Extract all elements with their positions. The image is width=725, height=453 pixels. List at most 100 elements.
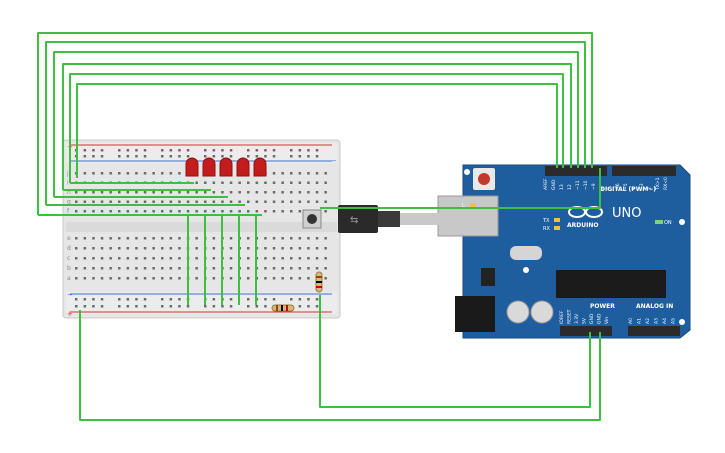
breadboard-hole[interactable] <box>324 277 327 280</box>
breadboard-hole[interactable] <box>178 247 181 250</box>
breadboard-hole[interactable] <box>100 172 104 175</box>
breadboard-hole[interactable] <box>247 298 250 301</box>
breadboard-hole[interactable] <box>255 149 259 152</box>
breadboard-hole[interactable] <box>135 305 138 308</box>
breadboard-hole[interactable] <box>186 305 190 308</box>
breadboard-hole[interactable] <box>169 200 173 204</box>
breadboard-hole[interactable] <box>161 155 164 158</box>
breadboard-hole[interactable] <box>100 149 104 152</box>
breadboard-hole[interactable] <box>324 172 327 175</box>
breadboard-hole[interactable] <box>315 181 319 185</box>
breadboard-hole[interactable] <box>100 237 104 240</box>
breadboard-hole[interactable] <box>290 277 293 280</box>
breadboard-hole[interactable] <box>204 200 207 204</box>
breadboard-hole[interactable] <box>83 200 87 204</box>
breadboard-hole[interactable] <box>92 172 95 175</box>
breadboard-hole[interactable] <box>290 247 293 250</box>
breadboard-hole[interactable] <box>212 149 216 152</box>
breadboard-hole[interactable] <box>109 237 112 240</box>
breadboard-hole[interactable] <box>195 257 198 260</box>
breadboard-hole[interactable] <box>221 181 224 185</box>
breadboard-hole[interactable] <box>315 200 319 204</box>
breadboard-hole[interactable] <box>264 305 267 308</box>
breadboard-hole[interactable] <box>238 181 241 185</box>
breadboard-hole[interactable] <box>212 181 216 185</box>
breadboard-hole[interactable] <box>169 155 173 158</box>
breadboard-hole[interactable] <box>212 237 216 240</box>
breadboard-hole[interactable] <box>221 210 224 213</box>
breadboard-hole[interactable] <box>247 237 250 240</box>
breadboard-hole[interactable] <box>100 191 104 194</box>
breadboard-hole[interactable] <box>195 237 198 240</box>
breadboard-hole[interactable] <box>315 298 319 301</box>
breadboard-hole[interactable] <box>272 210 276 213</box>
breadboard-hole[interactable] <box>307 305 310 308</box>
breadboard-hole[interactable] <box>118 267 121 270</box>
digital-header-right[interactable] <box>612 166 676 176</box>
breadboard-hole[interactable] <box>281 267 284 270</box>
breadboard-hole[interactable] <box>229 247 233 250</box>
breadboard-hole[interactable] <box>83 247 87 250</box>
breadboard-hole[interactable] <box>272 172 276 175</box>
breadboard-hole[interactable] <box>109 277 112 280</box>
breadboard-hole[interactable] <box>92 298 95 301</box>
breadboard-hole[interactable] <box>264 237 267 240</box>
breadboard-hole[interactable] <box>83 149 87 152</box>
breadboard-hole[interactable] <box>272 181 276 185</box>
breadboard-hole[interactable] <box>143 298 147 301</box>
breadboard-hole[interactable] <box>75 298 78 301</box>
breadboard-hole[interactable] <box>161 237 164 240</box>
breadboard-hole[interactable] <box>135 247 138 250</box>
breadboard-hole[interactable] <box>126 172 130 175</box>
breadboard-hole[interactable] <box>152 237 155 240</box>
breadboard-hole[interactable] <box>100 298 104 301</box>
breadboard-hole[interactable] <box>178 277 181 280</box>
breadboard-hole[interactable] <box>92 155 95 158</box>
breadboard-hole[interactable] <box>109 200 112 204</box>
breadboard-hole[interactable] <box>135 298 138 301</box>
breadboard-hole[interactable] <box>83 298 87 301</box>
breadboard-hole[interactable] <box>126 305 130 308</box>
breadboard-hole[interactable] <box>255 181 259 185</box>
breadboard-hole[interactable] <box>118 247 121 250</box>
led-group[interactable] <box>185 157 267 177</box>
breadboard-hole[interactable] <box>255 200 259 204</box>
breadboard-hole[interactable] <box>264 155 267 158</box>
breadboard-hole[interactable] <box>143 172 147 175</box>
breadboard-hole[interactable] <box>272 191 276 194</box>
breadboard-hole[interactable] <box>324 237 327 240</box>
led-icon[interactable] <box>219 157 233 177</box>
breadboard-hole[interactable] <box>255 305 259 308</box>
usb-cable-icon[interactable]: ⇆ <box>338 205 440 233</box>
breadboard-hole[interactable] <box>83 155 87 158</box>
breadboard-hole[interactable] <box>264 267 267 270</box>
breadboard-hole[interactable] <box>204 155 207 158</box>
breadboard-hole[interactable] <box>195 210 198 213</box>
breadboard-hole[interactable] <box>204 305 207 308</box>
breadboard-hole[interactable] <box>100 257 104 260</box>
breadboard-hole[interactable] <box>315 305 319 308</box>
breadboard-hole[interactable] <box>152 191 155 194</box>
breadboard-hole[interactable] <box>212 298 216 301</box>
breadboard-hole[interactable] <box>212 257 216 260</box>
breadboard-hole[interactable] <box>272 298 276 301</box>
breadboard-hole[interactable] <box>247 210 250 213</box>
breadboard-hole[interactable] <box>247 191 250 194</box>
breadboard-hole[interactable] <box>229 210 233 213</box>
breadboard-hole[interactable] <box>195 181 198 185</box>
breadboard-hole[interactable] <box>143 200 147 204</box>
breadboard-hole[interactable] <box>281 277 284 280</box>
breadboard-hole[interactable] <box>290 210 293 213</box>
breadboard-hole[interactable] <box>298 257 302 260</box>
breadboard-hole[interactable] <box>221 149 224 152</box>
breadboard-hole[interactable] <box>212 305 216 308</box>
breadboard-hole[interactable] <box>169 257 173 260</box>
breadboard-hole[interactable] <box>212 247 216 250</box>
digital-header-left[interactable] <box>545 166 607 176</box>
breadboard-hole[interactable] <box>195 200 198 204</box>
breadboard-hole[interactable] <box>161 257 164 260</box>
breadboard-hole[interactable] <box>135 172 138 175</box>
power-header[interactable] <box>560 326 612 336</box>
breadboard-hole[interactable] <box>152 267 155 270</box>
breadboard-hole[interactable] <box>152 277 155 280</box>
